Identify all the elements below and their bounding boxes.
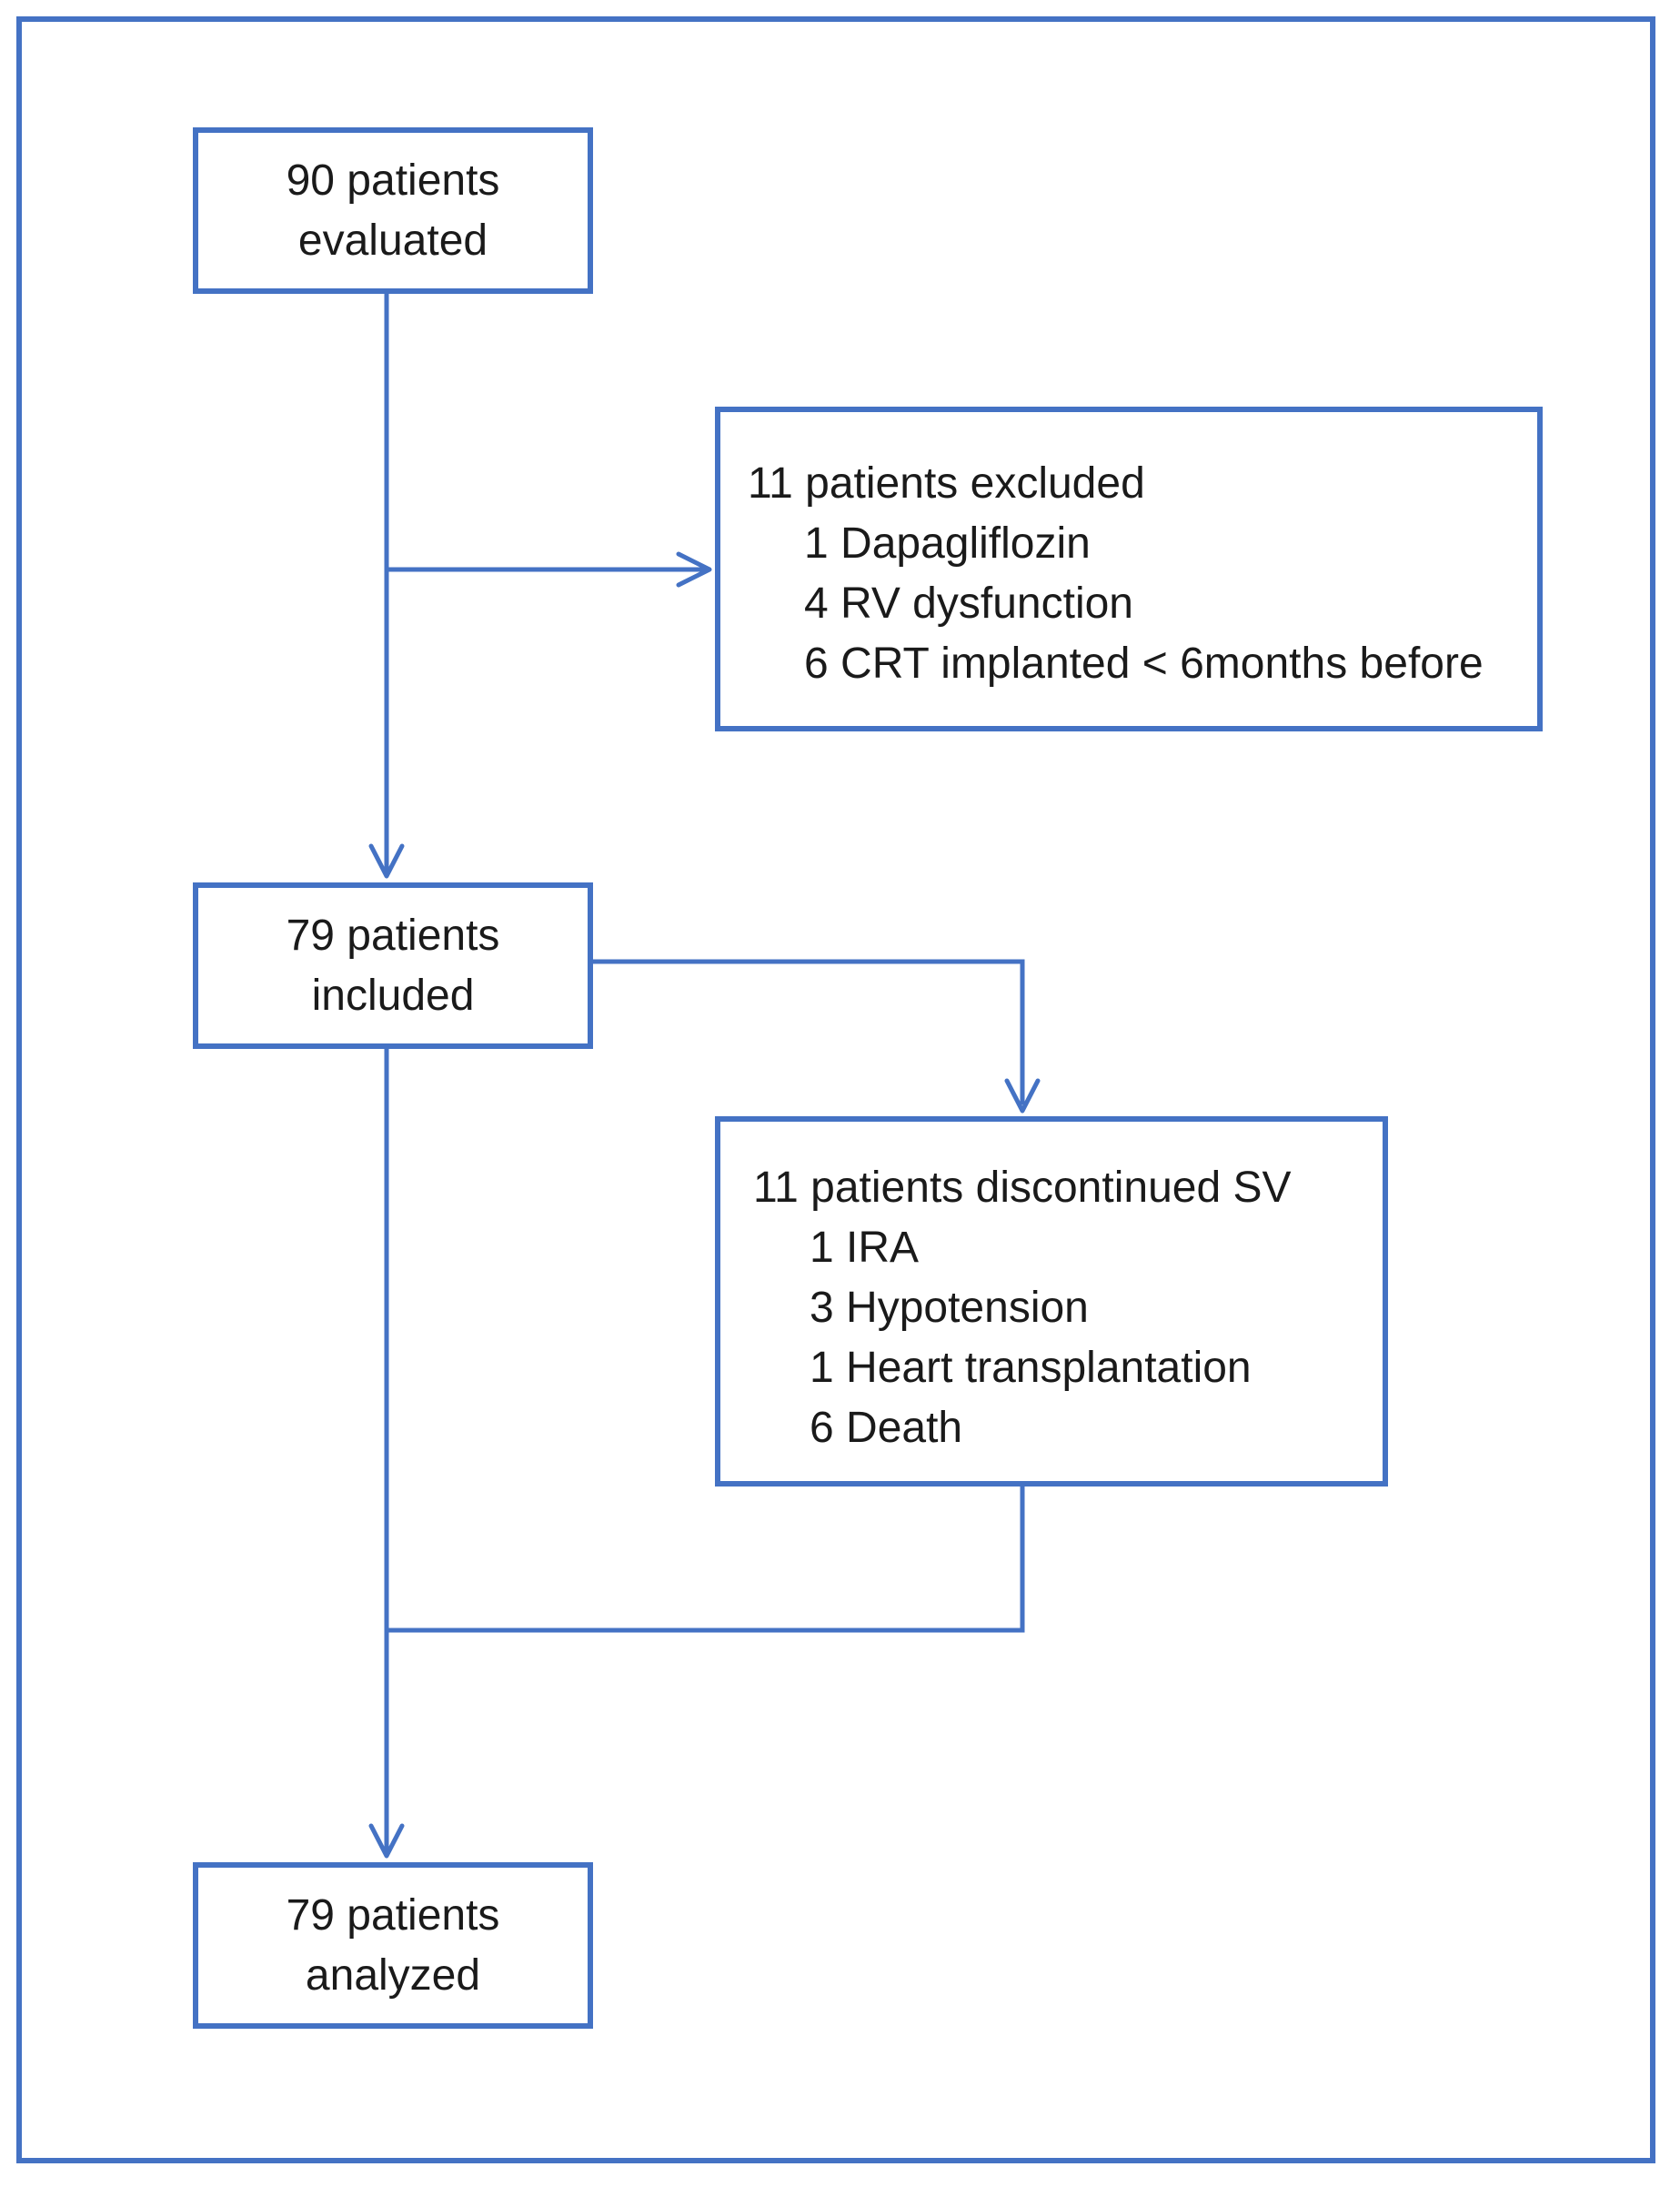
arrowhead-right-excluded	[676, 551, 712, 588]
evaluated-line-2: evaluated	[297, 216, 488, 265]
box-patients-included: 79 patients included	[193, 882, 593, 1049]
box-patients-evaluated: 90 patients evaluated	[193, 127, 593, 294]
discontinued-item: 1 IRA	[810, 1224, 920, 1272]
excluded-item: 4 RV dysfunction	[804, 580, 1133, 628]
included-line-2: included	[311, 971, 475, 1020]
connector-discontinued-rejoin	[384, 1484, 1025, 1633]
arrowhead-down-analyzed	[368, 1823, 405, 1859]
discontinued-item: 3 Hypotension	[810, 1284, 1089, 1332]
excluded-item: 6 CRT implanted < 6months before	[804, 640, 1484, 688]
box-patients-excluded: 11 patients excluded 1 Dapagliflozin 4 R…	[715, 407, 1543, 731]
arrowhead-down-discontinued	[1004, 1078, 1041, 1114]
analyzed-line-1: 79 patients	[286, 1890, 500, 1940]
evaluated-line-1: 90 patients	[286, 156, 500, 205]
arrowhead-down-included	[368, 843, 405, 879]
box-patients-analyzed: 79 patients analyzed	[193, 1862, 593, 2029]
discontinued-item: 6 Death	[810, 1404, 963, 1452]
included-line-1: 79 patients	[286, 911, 500, 960]
connector-included-to-discontinued	[590, 959, 1025, 1105]
excluded-title: 11 patients excluded	[748, 459, 1145, 508]
box-patients-discontinued: 11 patients discontinued SV 1 IRA 3 Hypo…	[715, 1116, 1388, 1487]
discontinued-item: 1 Heart transplantation	[810, 1344, 1252, 1392]
diagram-frame	[16, 16, 1655, 2163]
analyzed-line-2: analyzed	[305, 1950, 481, 2000]
discontinued-title: 11 patients discontinued SV	[753, 1164, 1292, 1212]
excluded-item: 1 Dapagliflozin	[804, 519, 1091, 568]
